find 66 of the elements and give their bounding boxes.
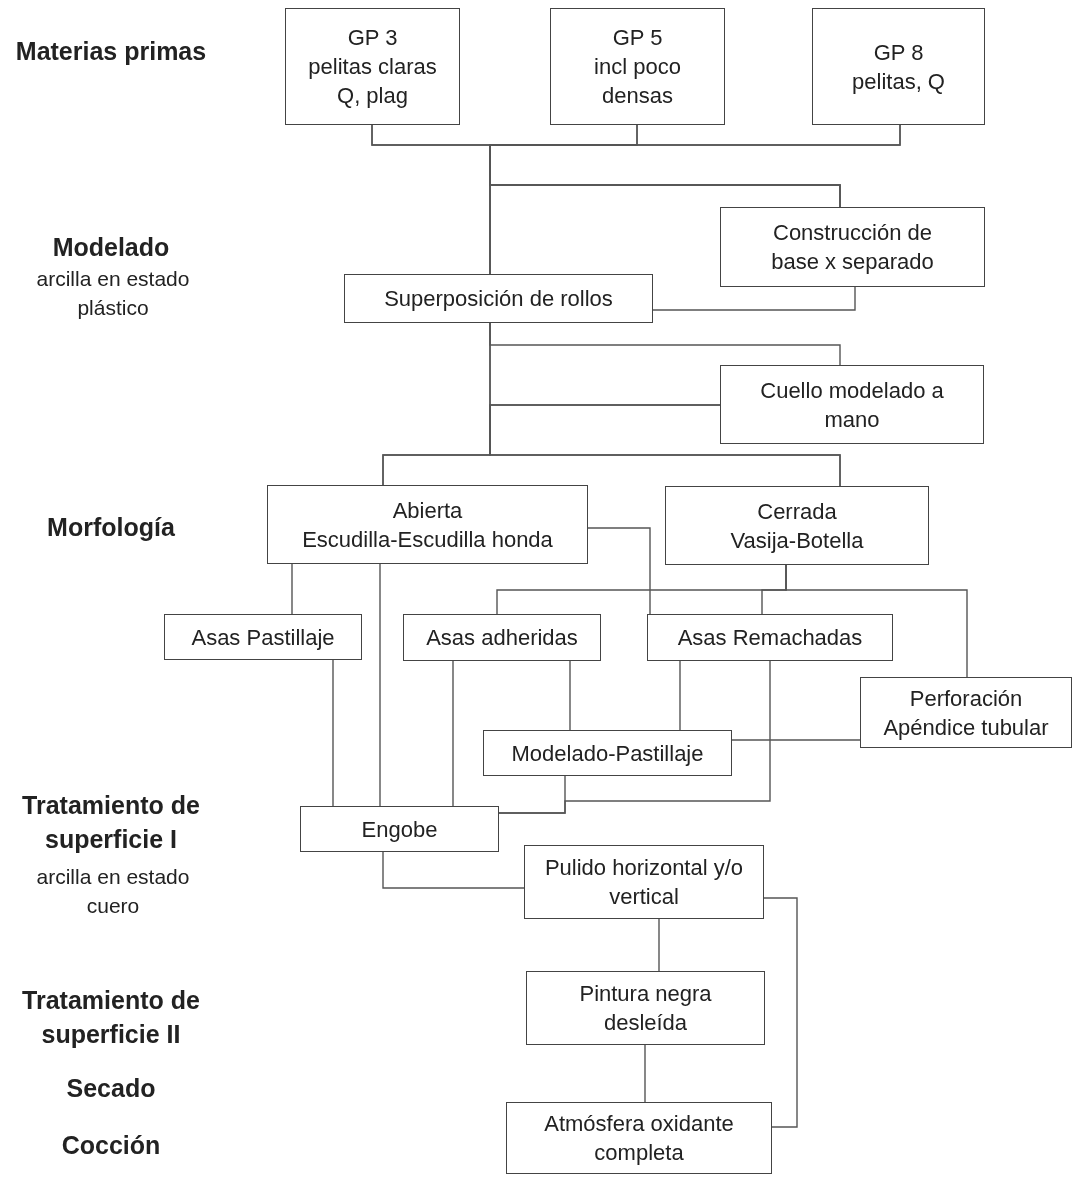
process-box [483, 730, 732, 776]
process-box [665, 486, 929, 565]
connector-line [379, 563, 381, 807]
box-text: Escudilla-Escudilla honda [302, 525, 553, 554]
box-text: GP 5 [612, 24, 663, 52]
process-box [344, 274, 653, 323]
process-box [285, 8, 460, 125]
stage-note: arcilla en estado cuero [35, 864, 191, 919]
connector-line [587, 527, 651, 615]
box-text: Atmósfera oxidante completa [543, 1110, 735, 1167]
process-box [647, 614, 893, 661]
connector-line [569, 660, 571, 731]
box-text: pelitas claras [308, 53, 437, 81]
stage-heading: Materias primas [14, 36, 208, 67]
box-text: Construcción de base x separado [770, 219, 935, 276]
box-text: Perforación [909, 684, 1023, 713]
box-text: Pulido horizontal y/o vertical [543, 854, 745, 911]
connector-line [644, 1044, 646, 1103]
stage-heading: Tratamiento de superficie II [21, 985, 201, 1050]
process-box [524, 845, 764, 919]
box-text: Asas Pastillaje [191, 623, 335, 652]
box-text: Superposición de rollos [384, 285, 613, 313]
stage-heading: Cocción [60, 1130, 162, 1161]
process-box [720, 207, 985, 287]
connector-line [785, 564, 968, 678]
connector-line [652, 286, 856, 311]
box-text: GP 3 [347, 24, 398, 52]
process-box [550, 8, 725, 125]
connector-line [498, 775, 566, 814]
connector-line [731, 739, 861, 741]
box-text: Asas adheridas [426, 624, 578, 652]
box-text: Vasija-Botella [730, 526, 864, 555]
process-box [860, 677, 1072, 748]
connector-line [658, 918, 660, 972]
box-text: Modelado-Pastillaje [511, 739, 704, 768]
stage-note: arcilla en estado plástico [35, 266, 191, 321]
process-box [720, 365, 984, 444]
box-text: Q, plag [337, 82, 408, 110]
box-text: pelitas, Q [852, 67, 945, 96]
connector-line [382, 851, 525, 889]
connector-line [489, 404, 841, 487]
process-box [506, 1102, 772, 1174]
connector-line [291, 563, 293, 615]
stage-heading: Morfología [46, 512, 176, 543]
connector-line [452, 660, 454, 807]
process-box [403, 614, 601, 661]
stage-heading: Modelado [51, 232, 171, 263]
box-text: GP 8 [873, 38, 924, 67]
box-text: Cuello modelado a mano [759, 376, 945, 434]
process-box [164, 614, 362, 660]
connector-line [332, 659, 334, 807]
process-box [812, 8, 985, 125]
connector-line [679, 660, 681, 731]
box-text: Pintura negra desleída [578, 980, 713, 1037]
connector-line [763, 897, 798, 1128]
box-text: Cerrada [757, 497, 837, 526]
process-box [300, 806, 499, 852]
process-box [526, 971, 765, 1045]
stage-heading: Tratamiento de superficie I [21, 790, 201, 855]
stage-heading: Secado [65, 1073, 157, 1104]
box-text: Apéndice tubular [883, 713, 1049, 742]
process-box [267, 485, 588, 564]
box-text: Asas Remachadas [677, 624, 863, 652]
box-text: Abierta [392, 496, 463, 525]
box-text: Engobe [361, 815, 438, 844]
box-text: incl poco densas [593, 53, 682, 110]
